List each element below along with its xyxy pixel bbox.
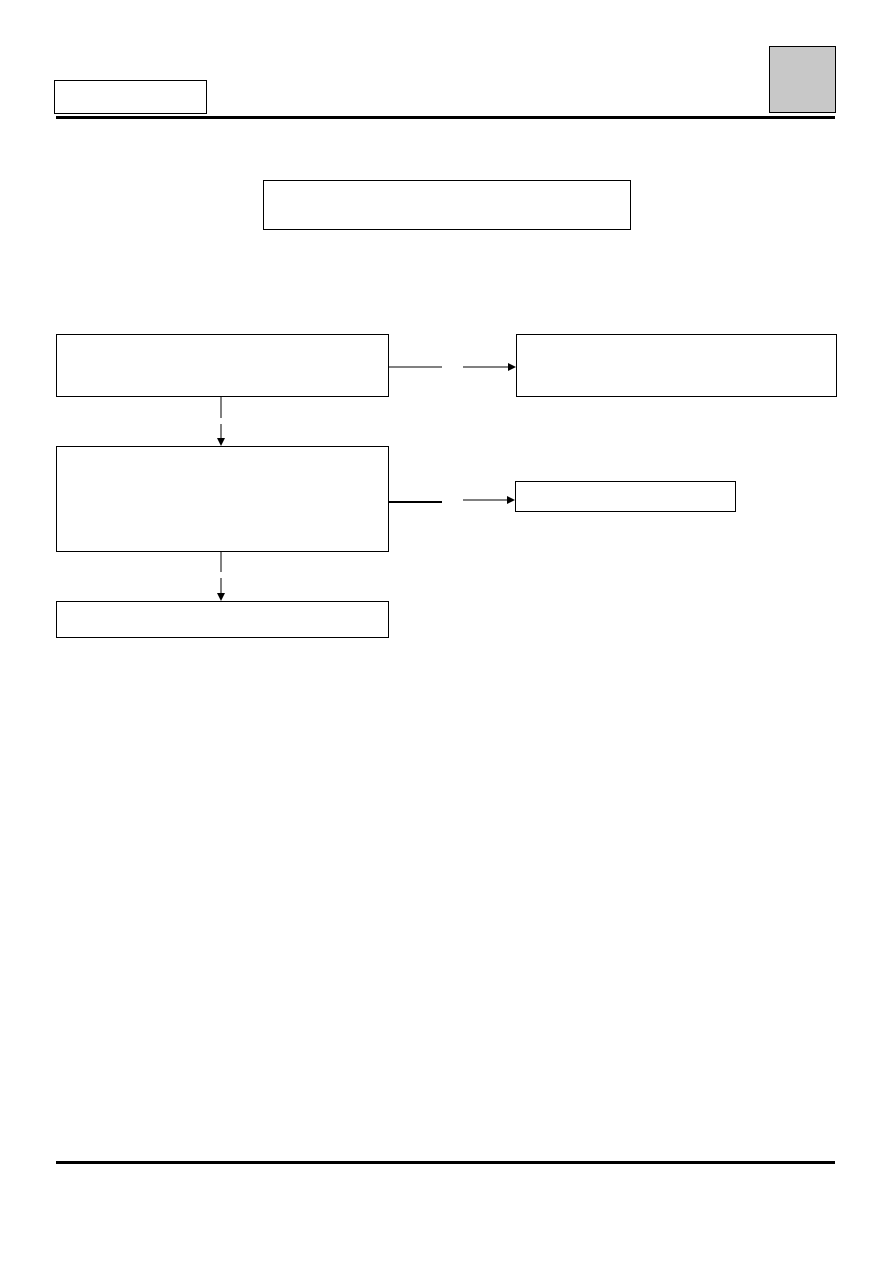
step2-box xyxy=(56,446,389,552)
header-label-box xyxy=(54,80,207,114)
footer-rule xyxy=(56,1161,835,1164)
connector-step2-right xyxy=(389,496,515,504)
step2-result-box xyxy=(515,481,736,512)
step1-result-box xyxy=(516,334,837,397)
header-rule xyxy=(56,116,835,119)
step3-box xyxy=(56,601,389,638)
step1-box xyxy=(56,334,389,397)
flowchart-title-box xyxy=(263,180,631,230)
section-tab xyxy=(769,46,836,113)
